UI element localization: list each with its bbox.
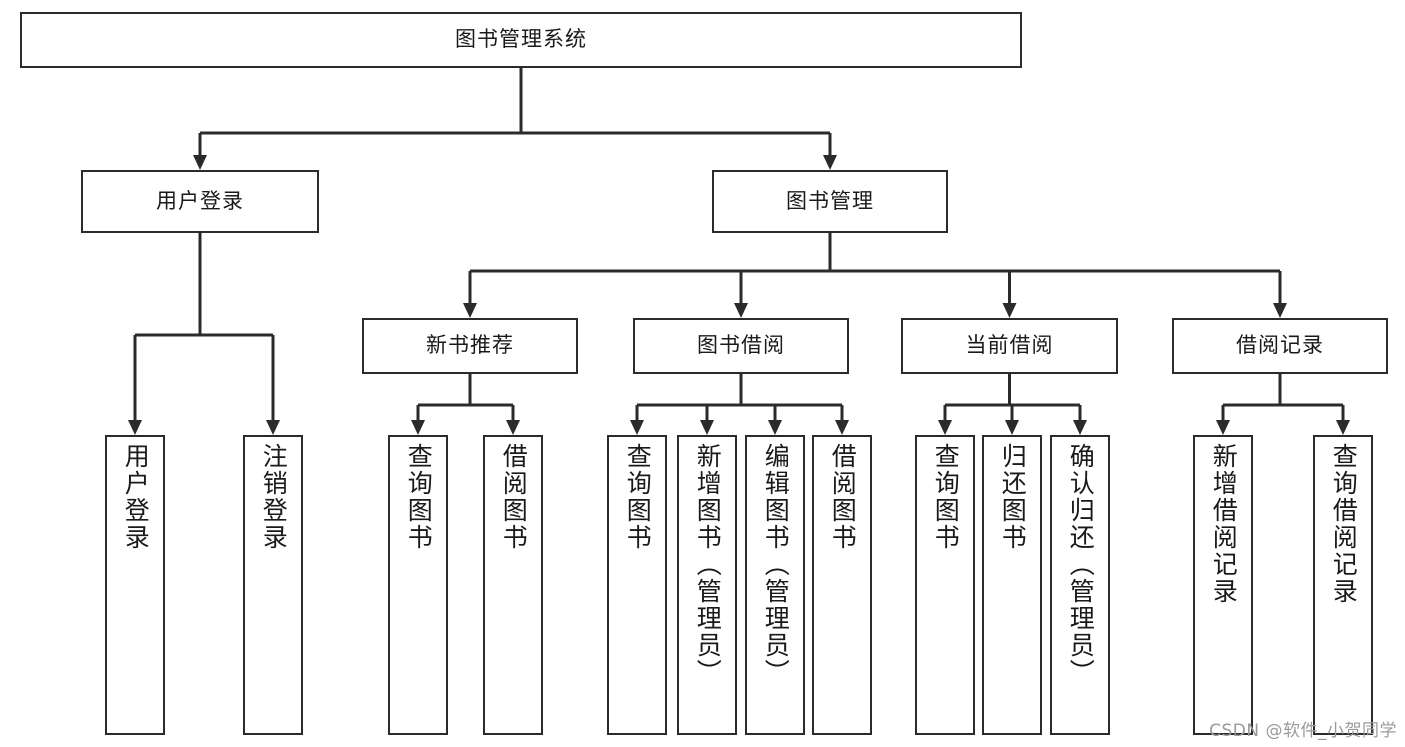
- node-label: 用户登录: [121, 443, 151, 551]
- node-leaf-user-login[interactable]: 用户登录: [105, 435, 165, 735]
- arrow-head: [835, 420, 849, 435]
- node-leaf-logout[interactable]: 注销登录: [243, 435, 303, 735]
- node-leaf-return-book[interactable]: 归还图书: [982, 435, 1042, 735]
- node-borrow-record[interactable]: 借阅记录: [1172, 318, 1388, 374]
- node-label: 当前借阅: [965, 333, 1054, 358]
- node-root[interactable]: 图书管理系统: [20, 12, 1022, 68]
- arrow-head: [1005, 420, 1019, 435]
- node-label: 注销登录: [259, 443, 289, 551]
- arrow-head: [938, 420, 952, 435]
- node-label: 新书推荐: [426, 333, 514, 358]
- arrow-head: [1336, 420, 1350, 435]
- arrow-head: [193, 155, 207, 170]
- node-leaf-add-record[interactable]: 新增借阅记录: [1193, 435, 1253, 735]
- node-label: 图书管理系统: [455, 27, 587, 52]
- arrow-head: [463, 303, 477, 318]
- arrow-head: [700, 420, 714, 435]
- arrow-head: [823, 155, 837, 170]
- node-new-book-recommend[interactable]: 新书推荐: [362, 318, 578, 374]
- node-book-manage[interactable]: 图书管理: [712, 170, 948, 233]
- node-leaf-query-record[interactable]: 查询借阅记录: [1313, 435, 1373, 735]
- arrow-head: [506, 420, 520, 435]
- arrow-head: [1273, 303, 1287, 318]
- node-leaf-query-book-2[interactable]: 查询图书: [607, 435, 667, 735]
- node-label: 新增借阅记录: [1209, 443, 1239, 605]
- node-label: 借阅图书: [828, 443, 858, 551]
- node-label: 查询图书: [931, 443, 961, 551]
- node-label: 查询图书: [623, 443, 653, 551]
- node-label: 借阅记录: [1236, 333, 1324, 358]
- arrow-head: [1073, 420, 1087, 435]
- node-user-login[interactable]: 用户登录: [81, 170, 319, 233]
- node-label: 确认归还（管理员）: [1066, 443, 1096, 686]
- node-current-borrow[interactable]: 当前借阅: [901, 318, 1118, 374]
- arrow-head: [768, 420, 782, 435]
- node-label: 查询借阅记录: [1329, 443, 1359, 605]
- arrow-head: [411, 420, 425, 435]
- node-label: 新增图书（管理员）: [693, 443, 723, 686]
- arrow-head: [734, 303, 748, 318]
- arrow-head: [1002, 303, 1017, 318]
- arrow-head: [266, 420, 280, 435]
- node-book-borrow[interactable]: 图书借阅: [633, 318, 849, 374]
- arrow-head: [630, 420, 644, 435]
- node-leaf-query-book-1[interactable]: 查询图书: [388, 435, 448, 735]
- node-leaf-edit-book[interactable]: 编辑图书（管理员）: [745, 435, 805, 735]
- node-label: 编辑图书（管理员）: [761, 443, 791, 686]
- node-leaf-confirm-return[interactable]: 确认归还（管理员）: [1050, 435, 1110, 735]
- arrow-head: [128, 420, 142, 435]
- node-label: 图书借阅: [697, 333, 785, 358]
- node-label: 图书管理: [786, 188, 874, 213]
- node-leaf-borrow-book-2[interactable]: 借阅图书: [812, 435, 872, 735]
- arrow-head: [1216, 420, 1230, 435]
- node-leaf-add-book[interactable]: 新增图书（管理员）: [677, 435, 737, 735]
- node-leaf-borrow-book-1[interactable]: 借阅图书: [483, 435, 543, 735]
- watermark: CSDN @软件_小贺同学: [1209, 721, 1397, 741]
- node-leaf-query-book-3[interactable]: 查询图书: [915, 435, 975, 735]
- node-label: 借阅图书: [499, 443, 529, 551]
- node-label: 查询图书: [404, 443, 434, 551]
- node-label: 归还图书: [998, 443, 1028, 551]
- node-label: 用户登录: [156, 188, 244, 213]
